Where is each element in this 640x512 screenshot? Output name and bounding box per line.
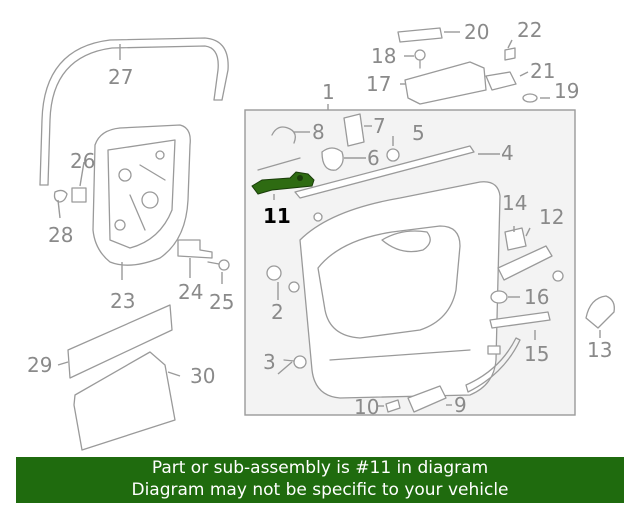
- part-15-molding: [489, 311, 551, 329]
- leader-lines: [57, 31, 601, 407]
- part-26-bracket: [71, 187, 87, 203]
- part-17-switch-bezel: [404, 61, 487, 105]
- part-9-switch: [407, 385, 447, 413]
- part-25-bolt: [207, 259, 230, 271]
- part-19-plug: [522, 93, 538, 103]
- door-trim-panel: [299, 181, 501, 399]
- part-7-handle-bezel: [343, 113, 365, 147]
- part-10-bulb: [385, 399, 401, 413]
- callout-26: 26: [70, 149, 96, 173]
- callout-7: 7: [373, 114, 386, 138]
- callout-11: 11: [263, 204, 291, 228]
- part-5-clip: [386, 148, 400, 162]
- callout-4: 4: [501, 141, 514, 165]
- part-30-panel: [73, 351, 176, 451]
- part-13-mirror-patch: [585, 295, 615, 329]
- part-24-bracket: [177, 239, 213, 259]
- callout-20: 20: [464, 20, 490, 44]
- callout-3: 3: [263, 350, 276, 374]
- part-15-clip: [487, 345, 501, 355]
- callout-14: 14: [502, 191, 528, 215]
- part-12-handle: [497, 245, 553, 281]
- part-3-fastener: [283, 355, 307, 369]
- part-27-frame-molding: [39, 37, 229, 186]
- part-8-clip-rod: [257, 157, 301, 171]
- callout-29: 29: [27, 353, 53, 377]
- callout-1: 1: [322, 80, 335, 104]
- info-banner: Part or sub-assembly is #11 in diagram D…: [16, 457, 624, 503]
- callout-12: 12: [539, 205, 565, 229]
- part-11-highlighted: [251, 171, 315, 195]
- part-29-pad: [67, 304, 173, 379]
- parts-diagram: [39, 27, 615, 451]
- banner-line-2: Diagram may not be specific to your vehi…: [131, 480, 509, 500]
- callout-6: 6: [367, 146, 380, 170]
- callout-28: 28: [48, 223, 74, 247]
- part-12-screw: [552, 270, 564, 282]
- part-14-lamp: [504, 227, 527, 251]
- part-2-grommet: [288, 281, 300, 293]
- callout-30: 30: [190, 364, 216, 388]
- part-16-grommet: [490, 290, 508, 304]
- callout-21: 21: [530, 59, 556, 83]
- callout-2: 2: [271, 300, 284, 324]
- part-28-clip: [53, 189, 68, 203]
- callout-23: 23: [110, 289, 136, 313]
- part-8-rod: [271, 126, 296, 144]
- callout-15: 15: [524, 342, 550, 366]
- part-4-weatherstrip: [294, 145, 475, 199]
- callout-17: 17: [366, 72, 392, 96]
- callout-22: 22: [517, 18, 543, 42]
- part-18-screw: [414, 49, 426, 69]
- banner-line-1: Part or sub-assembly is #11 in diagram: [151, 458, 489, 478]
- part-screw-top: [313, 212, 323, 222]
- callout-24: 24: [178, 280, 204, 304]
- callout-27: 27: [108, 65, 134, 89]
- part-21-switch: [485, 71, 517, 91]
- part-22-clip: [504, 47, 516, 61]
- callout-8: 8: [312, 120, 325, 144]
- part-2-fastener: [266, 265, 282, 281]
- callout-16: 16: [524, 285, 550, 309]
- part-20-bezel: [397, 27, 443, 43]
- callout-19: 19: [554, 79, 580, 103]
- part-6-pull-cup: [321, 147, 344, 171]
- callout-18: 18: [371, 44, 397, 68]
- part-15-strip: [465, 337, 521, 393]
- part-23-door-frame: [92, 124, 191, 266]
- callout-10: 10: [354, 395, 380, 419]
- callout-25: 25: [209, 290, 235, 314]
- callout-13: 13: [587, 338, 613, 362]
- callout-5: 5: [412, 121, 425, 145]
- callout-9: 9: [454, 393, 467, 417]
